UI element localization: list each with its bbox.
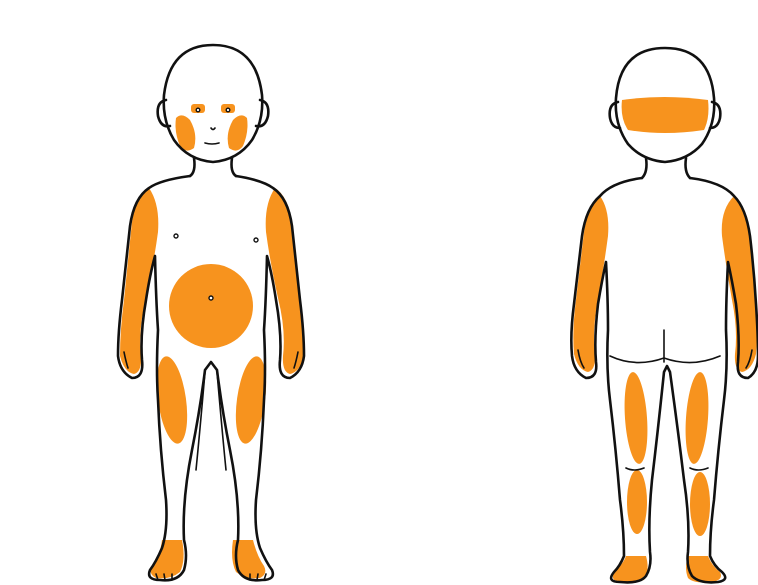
back-highlights (573, 97, 757, 583)
back-right-thigh-area (683, 371, 711, 464)
back-figure (571, 48, 758, 583)
front-right-eye (226, 108, 230, 112)
front-abdomen-area (169, 264, 253, 348)
back-right-calf-area (690, 472, 710, 536)
front-left-eye (196, 108, 200, 112)
front-right-nipple (254, 238, 258, 242)
front-highlights (120, 104, 304, 578)
front-mouth (205, 143, 219, 144)
front-nose (211, 128, 215, 130)
back-left-thigh-area (622, 371, 650, 464)
front-left-nipple (174, 234, 178, 238)
front-left-arm-area (120, 188, 158, 374)
back-right-foot-area (686, 556, 721, 583)
front-figure (118, 45, 304, 580)
back-left-calf-area (627, 470, 647, 534)
front-navel (209, 296, 213, 300)
back-left-arm-area (573, 196, 608, 372)
front-right-cheek-area (228, 115, 248, 150)
front-face (196, 108, 230, 144)
back-head-area (622, 97, 709, 133)
